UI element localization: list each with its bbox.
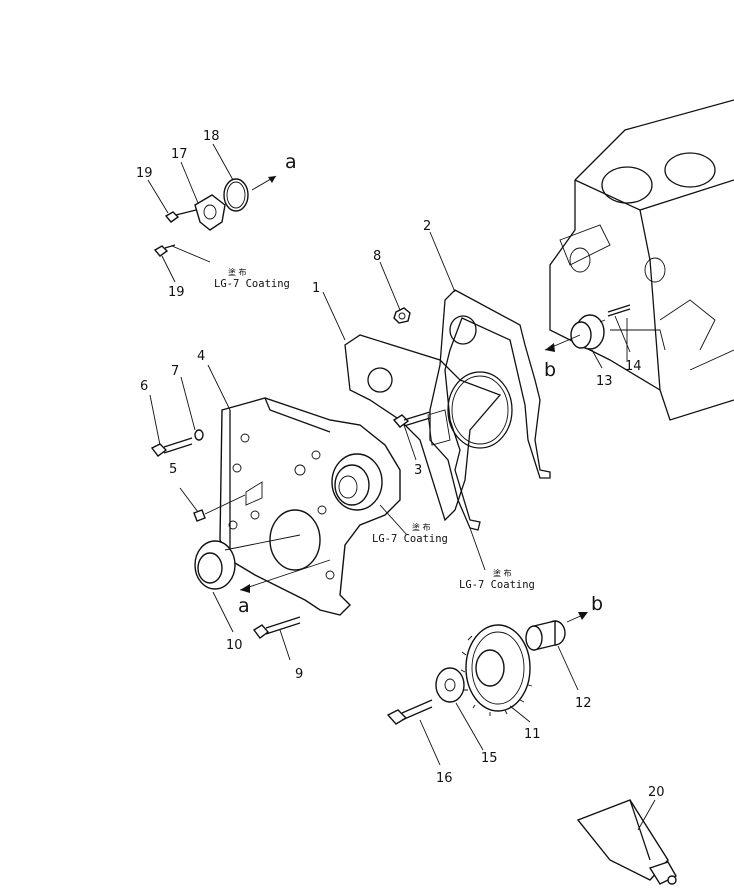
part-3-bolt xyxy=(392,411,431,428)
part-17-bracket xyxy=(194,194,226,231)
part-9-bolt xyxy=(252,616,301,639)
flow-arrows xyxy=(239,175,588,623)
callout-2: 2 xyxy=(423,219,431,234)
callout-19-lower: 19 xyxy=(168,285,185,300)
part-20-tool xyxy=(576,799,677,885)
arrow-label-a-top: a xyxy=(285,151,297,173)
coating-note-text: LG-7 Coating xyxy=(459,579,535,591)
callout-17: 17 xyxy=(171,147,188,162)
callout-8: 8 xyxy=(373,249,381,264)
part-15-washer xyxy=(435,667,465,703)
coating-note-middle: 塗 布 LG-7 Coating xyxy=(372,522,448,545)
part-16-bolt xyxy=(386,699,433,725)
callout-4: 4 xyxy=(197,349,205,364)
callout-20: 20 xyxy=(648,785,665,800)
callout-1: 1 xyxy=(312,281,320,296)
callout-19-upper: 19 xyxy=(136,166,153,181)
callout-7: 7 xyxy=(171,364,179,379)
callout-9: 9 xyxy=(295,667,303,682)
engine-block xyxy=(549,99,734,421)
callout-16: 16 xyxy=(436,771,453,786)
coating-note-text: LG-7 Coating xyxy=(214,278,290,290)
coating-note-cjk: 塗 布 xyxy=(412,522,431,532)
part-7-washer xyxy=(194,429,204,441)
part-19-bolt-lower xyxy=(153,244,176,257)
part-13-cap xyxy=(570,314,606,350)
callout-12: 12 xyxy=(575,696,592,711)
coating-note-text: LG-7 Coating xyxy=(372,533,448,545)
part-14-dowel xyxy=(607,304,631,360)
coating-note-lower: 塗 布 LG-7 Coating xyxy=(459,568,535,591)
callout-5: 5 xyxy=(169,462,177,477)
callout-14: 14 xyxy=(625,359,642,374)
part-10-oil-seal xyxy=(194,534,301,590)
part-12-bushing xyxy=(525,620,566,651)
part-5-pin xyxy=(193,494,246,522)
callout-10: 10 xyxy=(226,638,243,653)
arrow-label-b-left: b xyxy=(544,359,556,381)
arrow-label-a-bottom: a xyxy=(238,595,250,617)
part-19-bolt-upper xyxy=(164,209,197,223)
callout-18: 18 xyxy=(203,129,220,144)
part-6-bolt xyxy=(150,437,193,457)
part-1-plate xyxy=(344,334,502,522)
part-4-front-cover xyxy=(219,397,401,616)
part-18-o-ring xyxy=(223,178,249,212)
part-11-gear xyxy=(460,624,533,716)
callout-numbers: 1 2 3 4 5 6 7 8 9 10 11 12 13 14 15 16 1… xyxy=(136,129,665,800)
callout-13: 13 xyxy=(596,374,613,389)
callout-11: 11 xyxy=(524,727,541,742)
callout-6: 6 xyxy=(140,379,148,394)
callout-15: 15 xyxy=(481,751,498,766)
coating-note-upper: 塗 布 LG-7 Coating xyxy=(214,267,290,290)
part-8-nut xyxy=(393,307,411,324)
coating-note-cjk: 塗 布 xyxy=(228,267,247,277)
leader-lines xyxy=(147,143,656,831)
part-2-gasket xyxy=(429,289,551,531)
callout-3: 3 xyxy=(414,463,422,478)
arrow-label-b-right: b xyxy=(591,593,603,615)
coating-note-cjk: 塗 布 xyxy=(493,568,512,578)
arrow-letters: a a b b xyxy=(238,151,603,617)
